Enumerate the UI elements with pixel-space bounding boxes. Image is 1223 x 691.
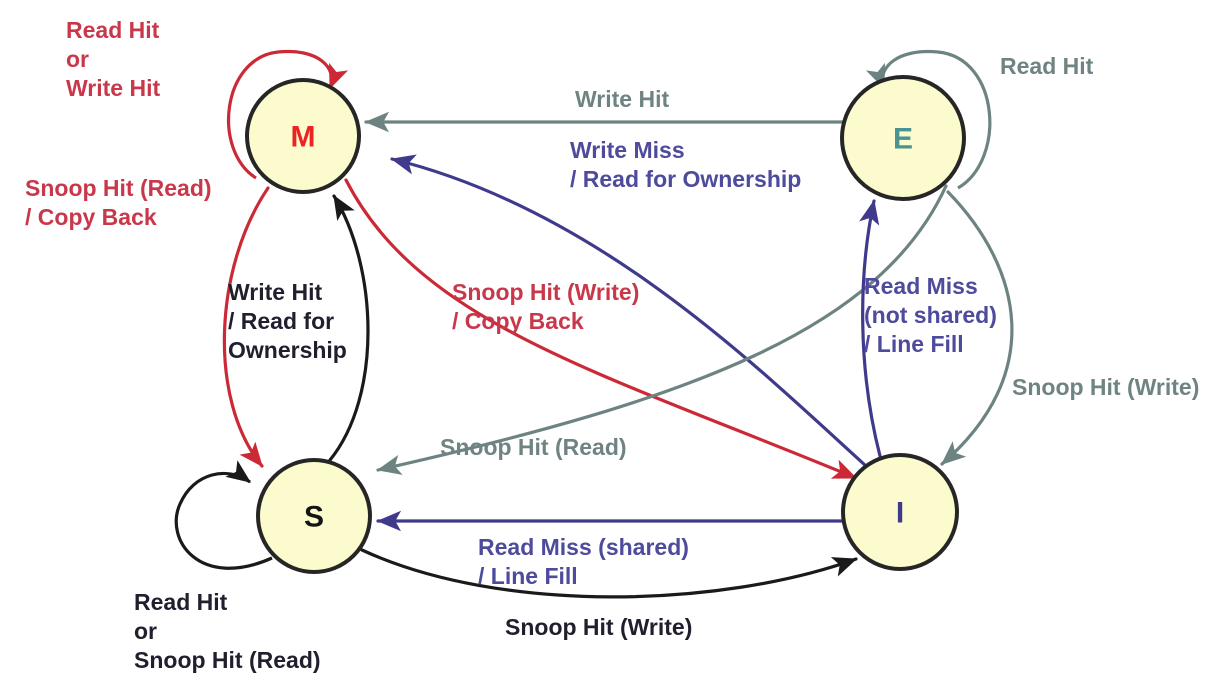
label-i-to-e-line3: / Line Fill: [864, 331, 964, 357]
node-e-circle[interactable]: [840, 75, 966, 201]
edge-i-to-e: [859, 199, 882, 458]
edge-m-to-i: [344, 178, 858, 480]
node-e-label: E: [893, 123, 913, 156]
label-m-self-loop: Read Hit or Write Hit: [66, 17, 160, 101]
label-e-to-i: Snoop Hit (Write): [1012, 374, 1199, 400]
label-m-to-s-line1: Snoop Hit (Read): [25, 175, 212, 201]
label-s-self-line2: or: [134, 618, 157, 644]
node-m[interactable]: M: [245, 78, 361, 194]
label-m-to-s-line2: / Copy Back: [25, 204, 157, 230]
label-i-to-s: Read Miss (shared) / Line Fill: [478, 534, 689, 589]
label-e-to-s-line1: Snoop Hit (Read): [440, 434, 627, 460]
label-s-to-i: Snoop Hit (Write): [505, 614, 692, 640]
label-i-to-s-line2: / Line Fill: [478, 563, 578, 589]
edge-e-self-loop: [865, 49, 992, 190]
node-i-label: I: [896, 497, 904, 530]
label-s-to-m-line1: Write Hit: [228, 279, 322, 305]
label-m-to-s: Snoop Hit (Read) / Copy Back: [25, 175, 212, 230]
label-e-to-m-line1: Write Hit: [575, 86, 669, 112]
label-s-self-loop: Read Hit or Snoop Hit (Read): [134, 589, 321, 673]
label-m-to-i-line2: / Copy Back: [452, 308, 584, 334]
label-e-to-m: Write Hit: [575, 86, 669, 112]
label-e-to-s: Snoop Hit (Read): [440, 434, 627, 460]
label-write-miss-line1: Write Miss: [570, 137, 685, 163]
edge-s-self-loop: [174, 460, 273, 570]
node-s-circle[interactable]: [256, 458, 372, 574]
label-i-to-e-line1: Read Miss: [864, 273, 978, 299]
edge-e-to-s: [376, 184, 948, 475]
edge-write-miss-rfo-to-m: [390, 154, 868, 468]
label-s-self-line1: Read Hit: [134, 589, 228, 615]
label-s-self-line3: Snoop Hit (Read): [134, 647, 321, 673]
node-s-label: S: [304, 501, 324, 534]
edge-e-to-i: [940, 190, 1014, 466]
node-m-circle[interactable]: [245, 78, 361, 194]
label-e-to-i-line1: Snoop Hit (Write): [1012, 374, 1199, 400]
label-s-to-m: Write Hit / Read for Ownership: [228, 279, 347, 363]
edge-s-to-i: [360, 548, 858, 599]
edge-m-to-s: [222, 186, 270, 468]
label-s-to-m-line3: Ownership: [228, 337, 347, 363]
label-m-self-line2: or: [66, 46, 89, 72]
label-i-to-s-line1: Read Miss (shared): [478, 534, 689, 560]
node-m-label: M: [291, 121, 316, 154]
label-s-to-m-line2: / Read for: [228, 308, 334, 334]
label-e-self-line1: Read Hit: [1000, 53, 1094, 79]
label-i-to-e-line2: (not shared): [864, 302, 997, 328]
label-m-to-i-line1: Snoop Hit (Write): [452, 279, 639, 305]
edge-s-to-m: [328, 194, 370, 462]
label-m-self-line3: Write Hit: [66, 75, 160, 101]
node-i-circle[interactable]: [841, 453, 959, 571]
label-write-miss-line2: / Read for Ownership: [570, 166, 801, 192]
node-s[interactable]: S: [256, 458, 372, 574]
edge-m-self-loop: [227, 49, 349, 180]
label-m-to-i: Snoop Hit (Write) / Copy Back: [452, 279, 639, 334]
node-i[interactable]: I: [841, 453, 959, 571]
node-e[interactable]: E: [840, 75, 966, 201]
label-m-self-line1: Read Hit: [66, 17, 160, 43]
label-i-to-e: Read Miss (not shared) / Line Fill: [864, 273, 997, 357]
label-e-self-loop: Read Hit: [1000, 53, 1094, 79]
label-write-miss-rfo: Write Miss / Read for Ownership: [570, 137, 801, 192]
label-s-to-i-line1: Snoop Hit (Write): [505, 614, 692, 640]
